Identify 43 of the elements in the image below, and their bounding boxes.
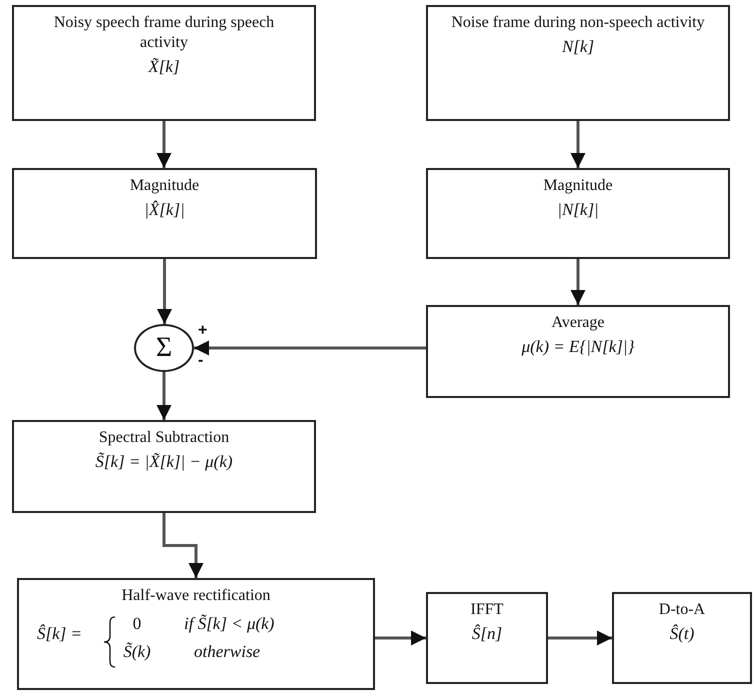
process-box <box>12 168 317 259</box>
block-title: Noise frame during non-speech activity <box>450 13 706 33</box>
process-box <box>12 420 316 513</box>
formula: |X̂[k]| <box>144 200 185 220</box>
arrow <box>156 121 172 168</box>
process-box <box>426 592 548 684</box>
block-title: IFFT <box>470 600 504 620</box>
formula: X̃[k] <box>148 57 180 77</box>
formula: 0 <box>132 614 142 634</box>
formula: |N[k]| <box>557 200 599 220</box>
sign-label: + <box>198 322 208 340</box>
formula: Ŝ[n] <box>472 624 502 644</box>
formula: S̃[k] = |X̃[k]| − μ(k) <box>95 452 233 472</box>
arrow <box>157 259 172 324</box>
block-title: D-to-A <box>658 600 706 620</box>
block-title: Noisy speech frame during speech activity <box>52 13 276 53</box>
sign-label: - <box>198 352 204 370</box>
block-title: Spectral Subtraction <box>98 428 230 448</box>
process-box <box>17 578 375 690</box>
block-title: Half-wave rectification <box>120 586 272 606</box>
formula: μ(k) = E{|N[k]|} <box>522 337 634 357</box>
formula: Ŝ(t) <box>670 624 694 644</box>
formula: Ŝ[k] = <box>37 624 82 644</box>
process-box <box>12 5 316 121</box>
arrow <box>156 372 172 420</box>
formula: otherwise <box>194 642 260 662</box>
arrow <box>570 259 586 305</box>
sigma-symbol: Σ <box>156 338 172 358</box>
block-title: Magnitude <box>542 176 614 196</box>
process-box <box>426 305 730 398</box>
block-title: Average <box>550 313 606 333</box>
arrow <box>162 513 204 578</box>
formula: S̃(k) <box>123 642 151 662</box>
arrow <box>548 630 612 646</box>
arrow <box>375 630 426 646</box>
formula: N[k] <box>562 37 594 57</box>
arrow <box>194 340 426 356</box>
process-box <box>612 592 752 684</box>
arrow <box>570 121 586 168</box>
process-box <box>426 168 730 259</box>
process-box <box>426 5 730 121</box>
formula: if S̃[k] < μ(k) <box>184 614 274 634</box>
block-title: Magnitude <box>128 176 200 196</box>
